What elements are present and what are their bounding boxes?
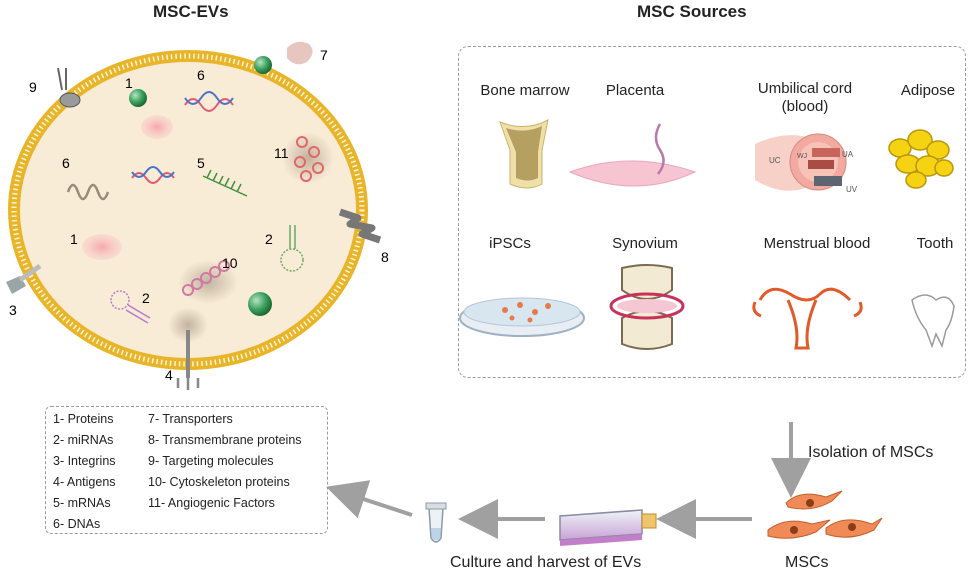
bone-marrow-icon <box>499 119 549 189</box>
uc-label: UC <box>769 156 781 165</box>
legend-item: 9- Targeting molecules <box>148 454 274 468</box>
protein-icon <box>129 89 147 107</box>
source-label-placenta: Placenta <box>605 82 665 99</box>
source-label-adipose: Adipose <box>900 82 956 99</box>
ev-number: 10 <box>222 255 238 271</box>
ev-number: 11 <box>274 145 289 161</box>
legend-col-2: 7- Transporters 8- Transmembrane protein… <box>148 409 302 514</box>
protein-icon <box>254 56 272 74</box>
dna-icon <box>184 91 234 112</box>
uterus-icon <box>752 287 863 350</box>
wj-label: WJ <box>797 153 807 160</box>
legend-item: 8- Transmembrane proteins <box>148 433 302 447</box>
legend-item: 11- Angiogenic Factors <box>148 496 275 510</box>
ev-number: 4 <box>165 367 173 383</box>
protein-blob-icon <box>141 115 173 139</box>
umbilical-cord-icon: UC WJ UA UV <box>755 133 858 194</box>
sources-box <box>458 46 966 378</box>
ev-vesicle <box>8 50 368 370</box>
legend-item: 1- Proteins <box>53 412 114 426</box>
ev-number: 3 <box>9 302 17 318</box>
legend-item: 3- Integrins <box>53 454 116 468</box>
transporter-icon <box>287 41 313 65</box>
integrin-icon <box>6 263 42 294</box>
mirna-icon <box>110 290 151 324</box>
isolation-label: Isolation of MSCs <box>808 444 934 461</box>
angiogenic-factor-icon <box>282 132 334 184</box>
mrna-icon <box>202 169 248 197</box>
ev-number: 9 <box>29 79 37 95</box>
legend-box <box>45 406 328 534</box>
ev-number: 2 <box>265 231 273 247</box>
protein-icon <box>248 292 272 316</box>
placenta-icon <box>568 123 697 187</box>
transmembrane-protein-icon <box>338 208 382 244</box>
ev-number: 1 <box>70 231 78 247</box>
ua-label: UA <box>842 150 854 159</box>
legend-item: 10- Cytoskeleton proteins <box>148 475 290 489</box>
legend-item: 6- DNAs <box>53 517 101 531</box>
ev-number: 5 <box>197 155 205 171</box>
targeting-molecule-icon <box>57 67 81 108</box>
adipose-icon <box>888 129 954 189</box>
ev-number: 1 <box>125 75 133 91</box>
ev-number: 7 <box>320 47 328 63</box>
ev-number: 6 <box>197 67 205 83</box>
ev-title: MSC-EVs <box>153 2 229 21</box>
culture-flask-icon <box>559 509 657 546</box>
legend-col-1: 1- Proteins 2- miRNAs 3- Integrins 4- An… <box>53 409 116 535</box>
legend-item: 5- mRNAs <box>53 496 111 510</box>
legend-item: 4- Antigens <box>53 475 116 489</box>
legend-item: 7- Transporters <box>148 412 233 426</box>
tooth-icon <box>911 294 955 349</box>
single-dna-icon <box>66 183 110 201</box>
mirna-icon <box>280 225 304 272</box>
ev-number: 8 <box>381 249 389 265</box>
source-label-umbilical-cord: Umbilical cord (blood) <box>757 80 853 115</box>
source-label-bone-marrow: Bone marrow <box>480 82 570 99</box>
cytoskeleton-protein-icon <box>178 260 238 304</box>
source-label-tooth: Tooth <box>916 235 954 252</box>
antigen-icon <box>168 307 208 390</box>
ev-number: 2 <box>142 290 150 306</box>
synovium-joint-icon <box>609 264 685 350</box>
mscs-cells-icon <box>767 490 883 539</box>
protein-blob-icon <box>82 234 122 260</box>
culture-label: Culture and harvest of EVs <box>450 554 642 571</box>
dna-icon <box>131 166 175 184</box>
uv-label: UV <box>846 185 858 194</box>
legend-item: 2- miRNAs <box>53 433 114 447</box>
ev-tube-icon <box>425 502 447 543</box>
source-label-ipscs: iPSCs <box>489 235 531 252</box>
ev-number: 6 <box>62 155 70 171</box>
mscs-label: MSCs <box>785 554 829 571</box>
ipscs-dish-icon <box>459 297 585 337</box>
source-label-synovium: Synovium <box>612 235 678 252</box>
sources-title: MSC Sources <box>637 2 747 21</box>
source-label-menstrual-blood: Menstrual blood <box>763 235 871 252</box>
ev-content-arrow <box>325 480 413 519</box>
